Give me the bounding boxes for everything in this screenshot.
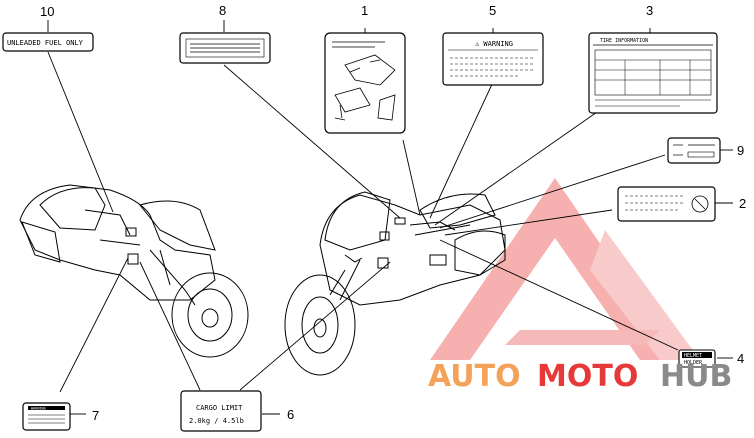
label-2: 2 <box>617 186 746 222</box>
label-9: 9 <box>667 137 744 164</box>
callout-2: 2 <box>739 196 746 211</box>
callout-3: 3 <box>646 3 653 18</box>
cargo-limit-value: 2.0kg / 4.5lb <box>189 417 244 425</box>
callout-4: 4 <box>737 351 744 366</box>
cargo-limit-title: CARGO LIMIT <box>196 404 243 412</box>
watermark-moto: MOTO <box>537 359 638 394</box>
warning-small-text: WARNING <box>31 407 46 411</box>
callout-9: 9 <box>737 143 744 158</box>
label-3-tire-info: 3 TIRE INFORMATION <box>588 3 718 114</box>
motorcycle-center <box>284 191 506 376</box>
callout-5: 5 <box>489 3 496 18</box>
leader-lines <box>47 28 733 415</box>
watermark-logo <box>430 178 700 360</box>
motorcycle-left <box>19 184 249 358</box>
callout-10: 10 <box>40 4 54 19</box>
helmet-text: HELMET <box>684 353 702 359</box>
label-10-unleaded: 10 UNLEADED FUEL ONLY <box>2 4 94 52</box>
watermark-auto: AUTO <box>428 359 521 394</box>
callout-7: 7 <box>92 408 99 423</box>
label-4-helmet: 4 HELMET HOLDER <box>678 349 744 368</box>
warning-header-text: ⚠ WARNING <box>475 40 513 48</box>
watermark-hub: HUB <box>660 359 732 394</box>
holder-text: HOLDER <box>684 360 703 366</box>
unleaded-fuel-text: UNLEADED FUEL ONLY <box>7 39 84 47</box>
tire-info-title: TIRE INFORMATION <box>600 38 648 44</box>
label-1: 1 <box>324 3 406 134</box>
callout-6: 6 <box>287 407 294 422</box>
watermark-text: AUTO MOTO HUB <box>428 359 732 394</box>
label-7: 7 WARNING <box>22 402 99 431</box>
callout-1: 1 <box>361 3 368 18</box>
label-5-warning: 5 ⚠ WARNING <box>442 3 544 86</box>
label-8: 8 <box>179 3 271 64</box>
label-6-cargo: 6 CARGO LIMIT 2.0kg / 4.5lb <box>180 390 294 432</box>
callout-8: 8 <box>219 3 226 18</box>
